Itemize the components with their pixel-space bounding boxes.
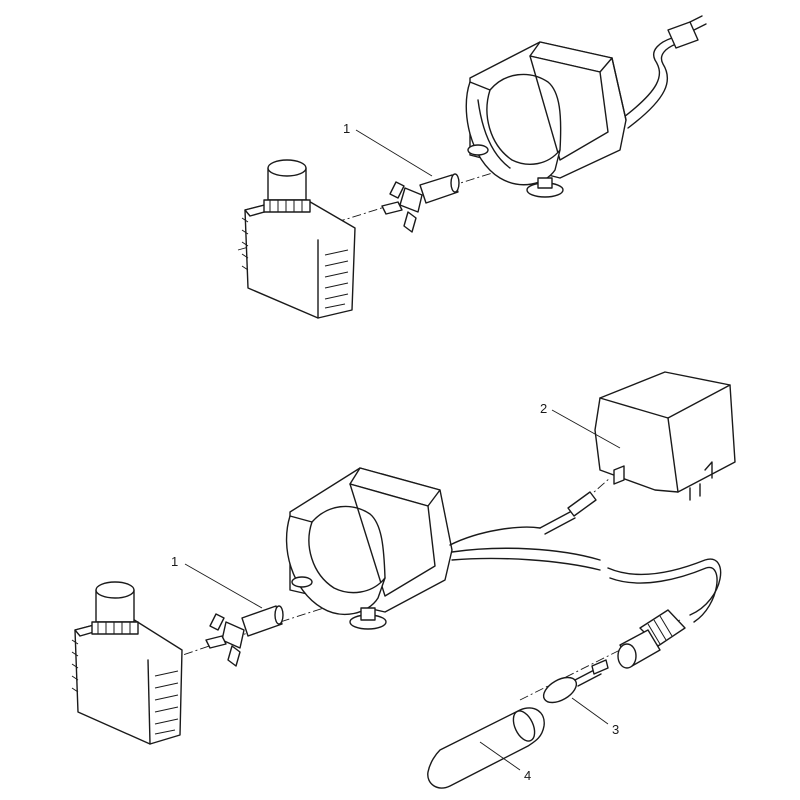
transformer (594, 371, 736, 501)
top-impeller-leader (355, 129, 433, 177)
bottom-impeller-callout: 1 (171, 554, 178, 569)
top-assembly: 1 (237, 15, 707, 319)
transformer-callout: 2 (540, 401, 547, 416)
lamp-bulb-leader (571, 697, 609, 725)
lamp-cover (427, 707, 545, 789)
lamp-bulb-callout: 3 (612, 722, 619, 737)
bottom-pump-body (71, 581, 183, 745)
top-motor-housing (465, 41, 627, 198)
top-impeller-callout: 1 (343, 121, 350, 136)
bottom-impeller (205, 605, 284, 667)
transformer-cable (539, 491, 597, 535)
bottom-motor-housing (285, 467, 722, 630)
lamp-connector (617, 609, 686, 669)
lamp-cover-callout: 4 (524, 768, 531, 783)
lamp-cover-leader (479, 741, 521, 771)
lamp-bulb (542, 659, 609, 704)
transformer-leader (551, 409, 621, 449)
top-power-cord (619, 15, 707, 129)
bottom-impeller-leader (184, 563, 263, 609)
top-impeller (381, 173, 460, 233)
top-pump-body (241, 159, 356, 319)
bottom-assembly: 1 2 3 4 (71, 371, 736, 789)
